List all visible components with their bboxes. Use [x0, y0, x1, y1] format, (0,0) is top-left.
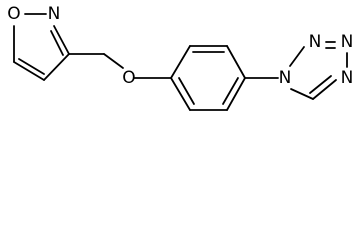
bond-ph-3: [226, 45, 246, 79]
bond-c5-n1: [290, 88, 314, 100]
atom-tetrazole-n4: N: [341, 68, 354, 88]
bond-ph-4: [226, 77, 246, 111]
bond-n4-c5: [312, 79, 337, 100]
bond-n1-n2: [289, 46, 305, 67]
atom-tetrazole-n1: N: [279, 68, 292, 88]
bond-c4-c3: [43, 53, 70, 81]
bond-c5-c4-inner: [18, 58, 45, 75]
bond-ch2-o: [103, 53, 124, 69]
bond-ph-4-inner: [222, 77, 239, 105]
bond-ph-6: [170, 77, 191, 111]
atom-tetrazole-n3: N: [341, 32, 354, 52]
bond-ph-1: [170, 45, 191, 79]
molecule-structure: O N O N N N N: [7, 4, 353, 111]
atom-labels: O N O N N N N: [7, 4, 353, 88]
atom-isoxazole-oxygen: O: [7, 4, 20, 24]
bond-c3-n2: [53, 25, 70, 55]
atom-ether-oxygen: O: [122, 68, 135, 88]
bond-c5-c4: [13, 61, 45, 81]
bonds: [13, 13, 348, 111]
bond-ph-6-inner: [178, 77, 195, 105]
bond-n4-c5-inner: [309, 75, 332, 94]
bond-c3-n2-inner: [50, 30, 64, 56]
atom-tetrazole-n2: N: [309, 32, 322, 52]
atom-isoxazole-nitrogen: N: [48, 4, 61, 24]
